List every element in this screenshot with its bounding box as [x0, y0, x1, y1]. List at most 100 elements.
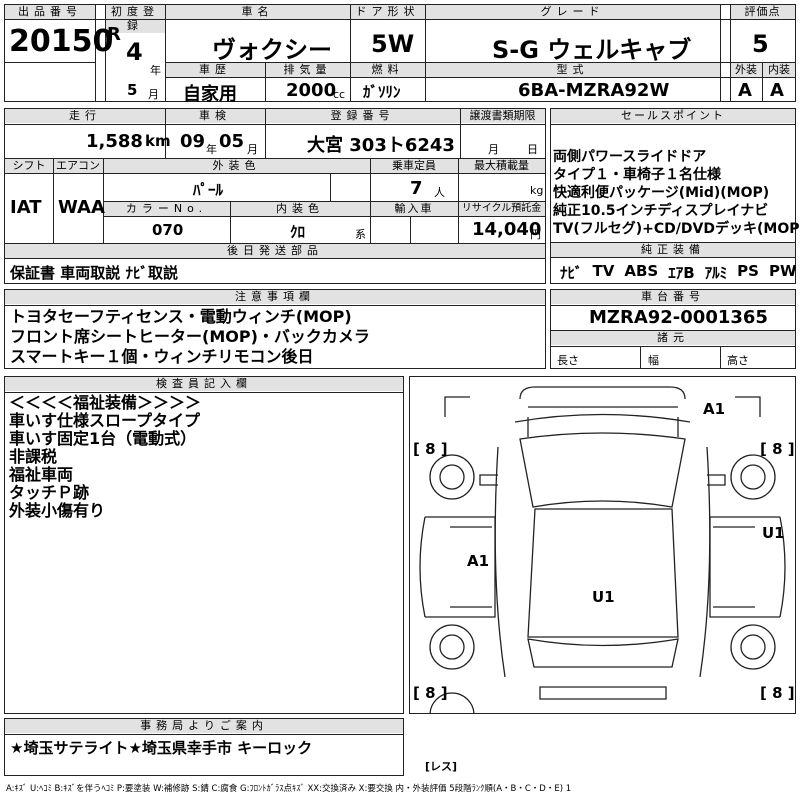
sales-line: 快適利便パッケージ(Mid)(MOP) [553, 185, 770, 201]
recycle-fee: 14,040 [472, 219, 542, 240]
lot-number: 20150 [9, 24, 114, 59]
equipment-item: ｴｱB [668, 264, 695, 282]
sales-line: タイプ１・車椅子１名仕様 [553, 167, 721, 183]
inspector-line: 福祉車両 [9, 465, 74, 484]
spec-label: 諸元 [551, 331, 795, 345]
office-box [4, 718, 404, 776]
note-line: トヨタセーフティセンス・電動ウィンチ(MOP) [10, 307, 352, 326]
car-name-label: 車名 [165, 5, 350, 19]
equipment-list: ﾅﾋﾞ TV ABS ｴｱB ｱﾙﾐ PS PW [560, 262, 797, 283]
inspection-month-unit: 月 [247, 143, 258, 156]
chassis-label: 車台番号 [551, 290, 795, 304]
equipment-item: TV [592, 262, 615, 280]
inspector-line: 車いす仕様スロープタイプ [9, 411, 201, 430]
length-label: 長さ [557, 354, 579, 367]
interior-grade: A [770, 80, 784, 101]
inspection-label: 車検 [165, 109, 265, 123]
interior-color: ｸﾛ [290, 223, 306, 241]
fuel-label: 燃料 [350, 63, 425, 77]
office-label: 事務局よりご案内 [5, 719, 403, 733]
fuel: ｶﾞｿﾘﾝ [363, 83, 401, 101]
color-no-label: カラーNo. [103, 202, 230, 216]
inspector-line: 非課税 [9, 447, 58, 466]
header-box [4, 4, 796, 102]
recycle-label: リサイクル預託金 [458, 202, 545, 216]
displacement-label: 排気量 [265, 63, 350, 77]
sales-line: 両側パワースライドドア [553, 149, 707, 165]
chassis-box [550, 289, 796, 369]
sales-line: 純正10.5インチディスプレイナビ [553, 203, 769, 219]
info-box [4, 108, 546, 284]
inspection-month: 05 [219, 131, 245, 152]
equipment-item: PS [737, 262, 759, 280]
width-label: 幅 [648, 354, 659, 367]
shift: IAT [10, 197, 42, 218]
model-label: 型式 [425, 63, 720, 77]
damage-mark-top-right: A1 [703, 400, 726, 418]
displacement: 2000 [286, 80, 337, 101]
note-line: スマートキー１個・ウィンチリモコン後日 [10, 347, 314, 366]
exterior-label: 外装 [730, 63, 762, 77]
transfer-day-unit: 日 [527, 143, 538, 156]
capacity: 7 [410, 178, 423, 199]
tire-rear-left: [ 8 ] [413, 684, 448, 702]
inspection-year: 09 [180, 131, 206, 152]
equipment-item: ｱﾙﾐ [704, 264, 728, 282]
capacity-label: 乗車定員 [370, 159, 458, 173]
load-unit: kg [530, 184, 544, 197]
equipment-item: ABS [624, 262, 659, 280]
displacement-unit: cc [333, 88, 346, 101]
legend: A:ｷｽﾞ U:ﾍｺﾐ B:ｷｽﾞを伴うﾍｺﾐ P:要塗装 W:補修跡 S:錆 … [6, 784, 572, 794]
year-unit: 年 [150, 64, 161, 77]
notes-label: 注意事項欄 [5, 290, 545, 304]
sales-label: セールスポイント [551, 109, 795, 123]
sales-points: 両側パワースライドドア タイプ１・車椅子１名仕様 快適利便パッケージ(Mid)(… [553, 148, 800, 238]
int-color-label: 内装色 [230, 202, 370, 216]
plate-number: 大宮 303ト6243 [307, 135, 455, 156]
damage-mark-right: U1 [762, 524, 785, 542]
office-text: ★埼玉サテライト★埼玉県幸手市 キーロック [10, 739, 313, 757]
tire-front-right: [ 8 ] [760, 440, 795, 458]
first-reg-month: 5 [127, 81, 138, 99]
grade: S-G ウェルキャブ [492, 36, 692, 64]
sales-line: TV(フルセグ)+CD/DVDデッキ(MOP) [553, 221, 800, 237]
inspector-line: ＜＜＜＜福祉装備＞＞＞＞ [9, 393, 202, 412]
color-number: 070 [152, 221, 184, 239]
damage-mark-left: A1 [467, 552, 490, 570]
first-reg-year: 4 [126, 38, 143, 66]
notes-lines: トヨタセーフティセンス・電動ウィンチ(MOP) フロント席シートヒーター(MOP… [10, 307, 370, 367]
shift-label: シフト [5, 159, 53, 173]
transfer-label: 譲渡書類期限 [460, 109, 545, 123]
tire-front-left: [ 8 ] [413, 440, 448, 458]
car-name: ヴォクシー [212, 36, 332, 64]
car-diagram [419, 386, 786, 713]
score-label: 評価点 [730, 5, 795, 19]
door-label: ドア形状 [350, 5, 425, 19]
inspector-line: 外装小傷有り [9, 501, 106, 520]
history-label: 車歴 [165, 63, 265, 77]
inspector-lines: ＜＜＜＜福祉装備＞＞＞＞ 車いす仕様スロープタイプ 車いす固定1台（電動式） 非… [9, 394, 201, 520]
capacity-unit: 人 [434, 186, 445, 199]
height-label: 高さ [727, 354, 749, 367]
color-label: 外装色 [103, 159, 370, 173]
tire-rear-right: [ 8 ] [760, 684, 795, 702]
note-line: フロント席シートヒーター(MOP)・バックカメラ [10, 327, 370, 346]
interior-label: 内装 [763, 63, 795, 77]
exterior-color: ﾊﾟｰﾙ [193, 181, 224, 199]
lot-number-label: 出品番号 [5, 5, 95, 19]
delivery-label: 後日発送部品 [5, 244, 545, 258]
chassis-number: MZRA92-0001365 [589, 307, 768, 328]
transfer-month-unit: 月 [488, 143, 499, 156]
history: 自家用 [183, 84, 237, 105]
delivery-parts: 保証書 車両取説 ﾅﾋﾞ取説 [10, 264, 178, 282]
model: 6BA-MZRA92W [518, 80, 670, 101]
equipment-item: PW [768, 262, 797, 280]
interior-color-unit: 系 [355, 228, 366, 241]
inspector-label: 検査員記入欄 [5, 377, 403, 391]
era: R [107, 24, 121, 45]
aircon-label: エアコン [53, 159, 103, 173]
diagram-box [409, 376, 796, 714]
exterior-grade: A [738, 80, 752, 101]
inspector-line: 車いす固定1台（電動式） [9, 429, 197, 448]
month-unit: 月 [148, 88, 159, 101]
